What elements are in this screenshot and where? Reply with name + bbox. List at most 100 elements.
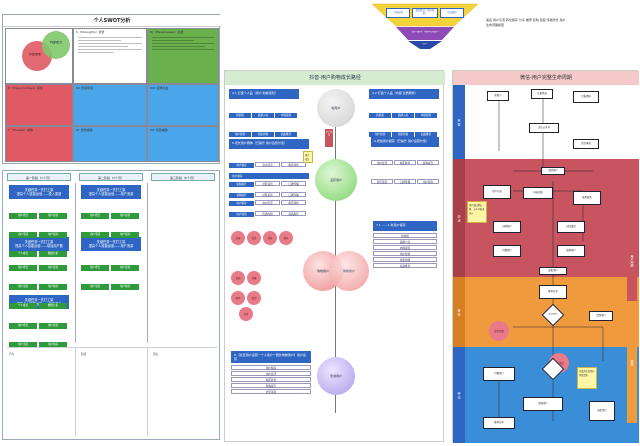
lifecycle-band-label: 转 化 — [453, 347, 465, 443]
path-cell-grid: 用户促活购买转化复购提升 社区运营口碑传播用户留存 — [371, 149, 439, 187]
path-cell: 用户促活 — [255, 162, 280, 167]
phase-cells-col1: 用户增长用户运营 用户活跃用户留存 个人成长数据分析 — [9, 201, 69, 258]
lifecycle-node: 复购用户 — [557, 245, 585, 257]
stage-bubble: 购物用户 — [329, 251, 369, 291]
path-cell: 用户拉新 — [369, 132, 391, 137]
lifecycle-node: 用户互动 — [483, 185, 511, 199]
path-cell: 新鲜感 — [229, 113, 251, 118]
phases-panel: 第一阶段（1个月） 第二阶段（3个月） 第三阶段（6个月） 关键任务一先打工量 … — [2, 170, 220, 440]
swot-weaknesses-label: W（Weaknesses）劣势 — [150, 30, 184, 34]
action-circle: 激活 — [247, 291, 261, 305]
phase-cell: 数据分析 — [39, 303, 67, 309]
action-circle: 促活 — [247, 231, 261, 245]
path-cell-grid: 用户留存 用户促活 购买转化 复购提升 社区运营 — [231, 365, 311, 395]
phase-tab-3[interactable]: 第三阶段（6个月） — [151, 173, 215, 181]
path-cell: 用户拉新 — [229, 212, 254, 217]
lifecycle-node: 活跃用户 — [589, 311, 613, 321]
phase-cells-col1c: 用户增长用户运营 用户活跃用户留存 — [9, 311, 69, 349]
phase-cell: 个人成长 — [9, 251, 37, 257]
swot-threats: T（Threats）威胁 — [5, 126, 73, 162]
phase-block-title: 关键任务一先打工量 — [24, 188, 54, 192]
funnel-mid-label: 用户留存（复购与推荐） — [411, 31, 441, 33]
swot-panel: 个人SWOT分析 内部能力 外部因素 S（Strengths）优势 W（Weak… — [2, 14, 221, 164]
path-header: 8.【社区用户运营一个人用户一圈外购物用户】用户运营 — [231, 351, 311, 363]
lifecycle-node: 付费用户 — [493, 245, 521, 257]
sticky-note: 完成首次转化并持续活跃 — [577, 367, 597, 389]
phase-notes-row: 行为 阶段 目标 — [7, 347, 217, 437]
phase-block: 关键任务一先打工量 提高个人技能运营——投入渠道 — [9, 185, 69, 199]
phase-block-title: 关键任务一先打工量 — [24, 298, 54, 302]
action-circle: 转化 — [263, 231, 277, 245]
swot-opportunities-label: O（Opportunities）机会 — [8, 86, 43, 90]
phase-tab-2[interactable]: 第二阶段（3个月） — [79, 173, 143, 181]
lifecycle-node: 流失用户 — [539, 267, 567, 275]
phase-cell: 用户活跃 — [81, 232, 109, 238]
lifecycle-panel: 微信-用户完整生命周期 获 客 激 活 留 存 转 化 用户周期 变现 新用户 — [452, 70, 639, 443]
path-cell-grid: 复购提升社区运营口碑传播 用户拉新优质内容商品推荐 — [229, 181, 309, 219]
path-cell: 社区运营 — [371, 179, 393, 184]
path-cell-grid: 用户留存用户促活购买转化 复购提升社区运营口碑传播 用户留存用户促活购买转化 — [229, 151, 309, 208]
phase-cell: 用户留存 — [39, 232, 67, 238]
lifecycle-band-label: 激 活 — [453, 159, 465, 277]
lifecycle-node: 流失用户 — [589, 401, 615, 421]
lifecycle-node: 注册登录 — [531, 89, 553, 99]
path-cell: 品牌入驻 — [252, 113, 274, 118]
growth-tag — [325, 129, 333, 147]
stage-bubble: 活跃用户 — [315, 159, 357, 201]
path-cell: 复购提升 — [229, 193, 254, 198]
phase-block: 关键任务一先打工量 提高个人技能运营——增加用户数 — [9, 237, 69, 251]
lifecycle-title: 微信-用户完整生命周期 — [453, 71, 639, 85]
lifecycle-node: 活跃用户 — [541, 167, 565, 175]
phase-block-sub: 提高个人技能运营——增加用户数 — [15, 244, 63, 249]
phase-block-sub: 提高个人技能运营——用户流量 — [88, 192, 134, 197]
path-cell-grid: 新鲜感品牌入驻内容运营 用户拉新优质内容商品推荐 — [369, 101, 439, 139]
funnel-top-box: 激活促活（用户转化） — [412, 8, 438, 18]
phase-cell: 用户留存 — [39, 284, 67, 290]
growth-tag-label: 用户成长 — [325, 131, 333, 136]
swot-wt-label: WT 劣势威胁 — [150, 128, 168, 132]
path-cell: 用户留存 — [229, 201, 254, 206]
phase-block: 关键任务一先打工量 提高个人技能运营——用户流量 — [81, 237, 141, 251]
lifecycle-node: 完善资料 — [573, 91, 599, 103]
lifecycle-node: 复购用户 — [523, 397, 563, 411]
path-cell: 复购提升 — [417, 160, 439, 165]
phase-cell: 用户运营 — [111, 213, 139, 219]
phase-block-title: 关键任务一先打工量 — [96, 240, 126, 244]
phase-cell: 数据分析 — [39, 251, 67, 257]
phase-divider — [147, 348, 148, 436]
swot-weaknesses: W（Weaknesses）劣势 — [147, 28, 219, 84]
phase-cell: 用户增长 — [81, 265, 109, 271]
path-header: 4.2 打造个人品（内容 优质服务） — [369, 89, 439, 99]
lifecycle-node: 付费用户 — [483, 367, 515, 381]
path-cell: 口碑传播 — [281, 192, 306, 197]
path-cell: 用户拉新 — [229, 132, 251, 137]
phase-cell: 用户留存 — [39, 342, 67, 348]
venn-inner-circle — [42, 31, 70, 59]
spine-line — [335, 93, 336, 413]
lifecycle-node: 内容浏览 — [523, 187, 553, 199]
lifecycle-node: 推荐分享 — [539, 285, 567, 299]
path-header: 6.增加用户留存（已提升 用户运营价值） — [371, 137, 439, 147]
swot-strengths: S（Strengths）优势 — [73, 28, 147, 84]
phase-cell: 用户运营 — [39, 323, 67, 329]
path-cell: 用户拉新 — [373, 251, 437, 256]
phase-cell: 用户活跃 — [9, 284, 37, 290]
path-cell: 新鲜感 — [373, 233, 437, 238]
phase-tab-1[interactable]: 第一阶段（1个月） — [7, 173, 71, 181]
lifecycle-node: 沉睡用户 — [493, 221, 521, 233]
venn-outer-label: 外部因素 — [29, 53, 41, 56]
path-cell: 复购提升 — [231, 383, 311, 388]
path-cell: 内容运营 — [415, 113, 437, 118]
phase-cell: 用户运营 — [39, 213, 67, 219]
path-cell: 用户留存 — [229, 163, 254, 168]
path-header: 7.1 ——1 新用户留存 — [373, 221, 437, 231]
swot-wt: WT 劣势威胁 — [147, 126, 219, 162]
path-subheader: 用户留存 — [229, 173, 309, 179]
path-cell: 口碑传播 — [394, 179, 416, 184]
phase-cells-col2: 用户增长用户运营 用户活跃用户留存 — [81, 201, 141, 239]
phase-cell: 用户活跃 — [9, 342, 37, 348]
path-header: 5.增长用户群体（已提升 用户运营价值） — [229, 139, 309, 149]
lifecycle-side-label: 用户周期 — [627, 221, 637, 301]
lifecycle-band-label: 留 存 — [453, 277, 465, 347]
phase-block-sub: 提高个人技能运营——用户流量 — [88, 244, 134, 249]
